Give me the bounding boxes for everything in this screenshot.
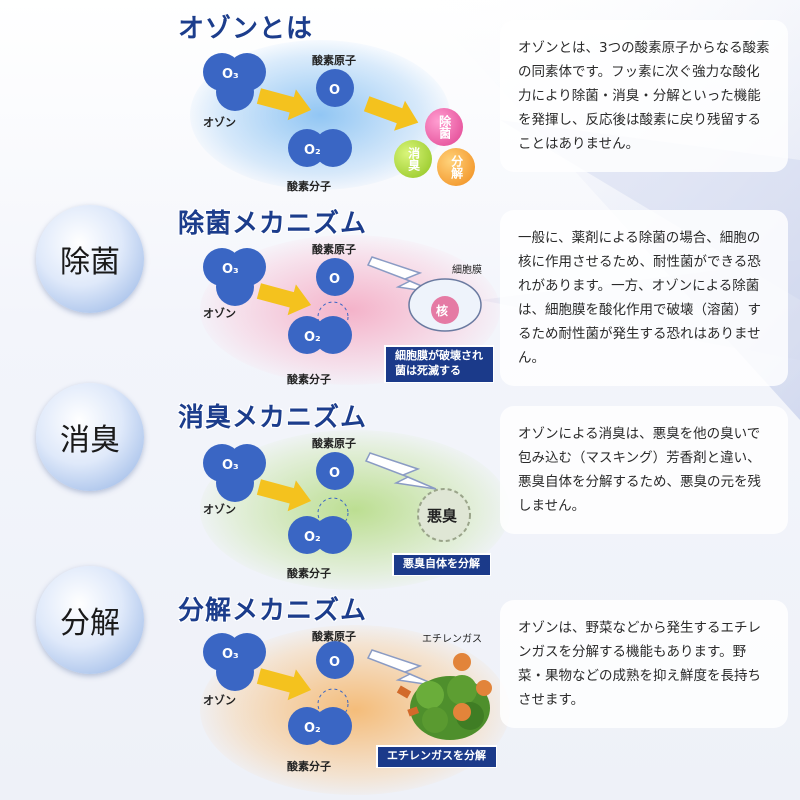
decomposition-diagram: O₃ O O₂: [203, 633, 492, 745]
label-ozone: オゾン: [203, 116, 236, 129]
ozone-diagram: O₃ O O₂: [203, 53, 419, 167]
label-ozone: オゾン: [203, 307, 236, 320]
svg-text:O₂: O₂: [304, 530, 321, 545]
label-ethylene-gas: エチレンガス: [422, 634, 482, 645]
svg-text:核: 核: [436, 303, 448, 318]
oxygen-molecule-icon: O₂: [288, 688, 352, 745]
oxygen-molecule-icon: O₂: [288, 301, 352, 354]
svg-text:O₂: O₂: [304, 330, 321, 345]
oxygen-atom-icon: O: [316, 69, 354, 107]
side-label-sterilize: 除菌: [36, 205, 144, 313]
vegetable-icon: [410, 675, 490, 740]
deodorization-diagram: O₃ O O₂ 悪臭: [203, 444, 471, 554]
ozone-molecule-icon: O₃: [203, 633, 266, 691]
oxygen-molecule-icon: O₂: [288, 129, 352, 167]
description-decomposition: オゾンは、野菜などから発生するエチレンガスを分解する機能もあります。野菜・果物な…: [500, 600, 788, 729]
svg-text:O: O: [329, 272, 340, 287]
svg-text:O₂: O₂: [304, 143, 321, 158]
label-oxygen-molecule: 酸素分子: [287, 760, 331, 773]
lightning-icon: [366, 649, 439, 687]
arrow-icon: [256, 668, 312, 701]
lightning-icon: [364, 452, 437, 490]
label-ozone: オゾン: [203, 694, 236, 707]
label-oxygen-molecule: 酸素分子: [287, 373, 331, 386]
svg-text:O: O: [329, 466, 340, 481]
oxygen-molecule-icon: O₂: [288, 497, 352, 554]
svg-text:悪臭: 悪臭: [427, 507, 457, 525]
effect-ball-sterilize: 除菌: [425, 108, 463, 146]
svg-text:O₃: O₃: [222, 647, 239, 662]
section-about-ozone: オゾンとは O₃ O O₂ 酸素原子 オゾン 酸素分子 除菌 消臭 分解 オゾン…: [0, 0, 800, 200]
svg-text:O₃: O₃: [222, 67, 239, 82]
ozone-molecule-icon: O₃: [203, 444, 266, 502]
oxygen-atom-icon: O: [316, 258, 354, 296]
section-title: オゾンとは: [178, 14, 314, 44]
svg-text:O: O: [329, 83, 340, 98]
label-ozone: オゾン: [203, 503, 236, 516]
label-oxygen-atom: 酸素原子: [312, 243, 356, 256]
svg-text:O₃: O₃: [222, 458, 239, 473]
effect-ball-decompose: 分解: [437, 148, 475, 186]
section-title: 除菌メカニズム: [178, 209, 368, 239]
ethylene-gas-icon: [396, 653, 492, 721]
description-sterilization: 一般に、薬剤による除菌の場合、細胞の核に作用させるため、耐性菌ができる恐れがあり…: [500, 210, 788, 387]
result-banner: 細胞膜が破壊され 菌は死滅する: [384, 345, 494, 383]
bacteria-cell-icon: 核: [408, 278, 482, 332]
oxygen-atom-icon: O: [316, 641, 354, 679]
oxygen-atom-icon: O: [316, 452, 354, 490]
svg-text:O₂: O₂: [304, 721, 321, 736]
label-oxygen-molecule: 酸素分子: [287, 567, 331, 580]
section-deodorization: 消臭 消臭メカニズム O₃ O O₂ 悪臭 酸素原子 オゾン 酸素分子 悪臭自体…: [0, 383, 800, 595]
section-decomposition: 分解 分解メカニズム O₃ O O₂ 酸: [0, 566, 800, 800]
label-oxygen-atom: 酸素原子: [312, 630, 356, 643]
odor-cloud-icon: 悪臭: [417, 488, 471, 542]
effect-ball-deodorize: 消臭: [394, 140, 432, 178]
section-title: 分解メカニズム: [178, 596, 368, 626]
ozone-molecule-icon: O₃: [203, 53, 266, 111]
result-banner: エチレンガスを分解: [376, 745, 497, 768]
banner-line: 細胞膜が破壊され: [395, 349, 483, 362]
description-deodorization: オゾンによる消臭は、悪臭を他の臭いで包み込む（マスキング）芳香剤と違い、悪臭自体…: [500, 406, 788, 535]
side-label-deodorize: 消臭: [36, 383, 144, 491]
ozone-molecule-icon: O₃: [203, 248, 266, 306]
arrow-icon: [256, 283, 312, 316]
svg-text:O₃: O₃: [222, 262, 239, 277]
sterilization-diagram: O₃ O O₂ 核: [203, 248, 482, 354]
arrow-icon: [256, 479, 312, 512]
svg-text:O: O: [329, 655, 340, 670]
description-about-ozone: オゾンとは、3つの酸素原子からなる酸素の同素体です。フッ素に次ぐ強力な酸化力によ…: [500, 20, 788, 173]
banner-line: 悪臭自体を分解: [403, 557, 480, 570]
section-title: 消臭メカニズム: [178, 403, 368, 433]
result-banner: 悪臭自体を分解: [392, 553, 491, 576]
banner-line: エチレンガスを分解: [387, 749, 486, 762]
arrow-icon: [363, 96, 419, 131]
banner-line: 菌は死滅する: [395, 363, 461, 377]
section-sterilization: 除菌 除菌メカニズム O₃ O O₂ 核 酸素原子 オゾン 酸素分子 細胞膜 細…: [0, 195, 800, 395]
label-oxygen-atom: 酸素原子: [312, 54, 356, 67]
label-cell-membrane: 細胞膜: [452, 265, 482, 276]
label-oxygen-atom: 酸素原子: [312, 437, 356, 450]
arrow-icon: [256, 88, 312, 121]
label-oxygen-molecule: 酸素分子: [287, 180, 331, 193]
side-label-decompose: 分解: [36, 566, 144, 674]
